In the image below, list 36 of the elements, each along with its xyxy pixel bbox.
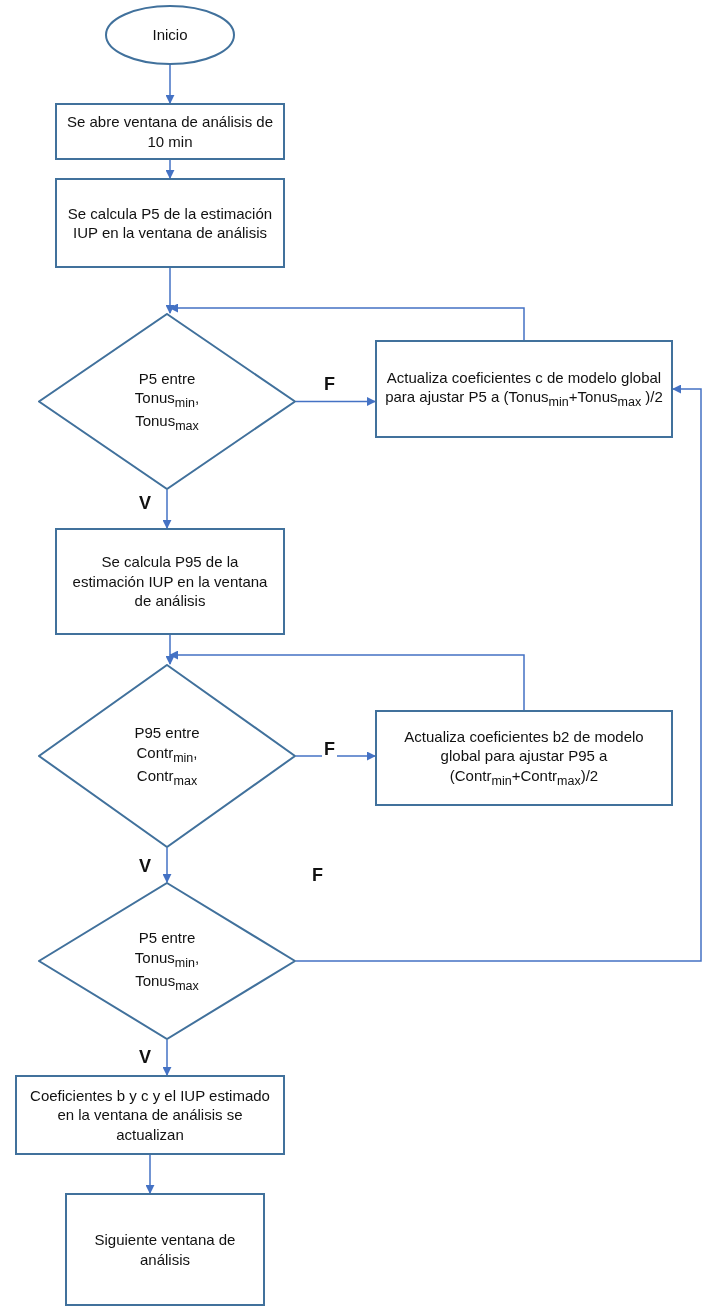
process-box [15, 1075, 285, 1155]
decision-diamond [38, 664, 296, 848]
node-text: Se calcula P95 de la estimación IUP en la ventana de análisis [71, 552, 269, 611]
arrow [162, 1039, 172, 1076]
node-text: Coeficientes b y c y el IUP estimado en la ventana de análisis se actualizan [29, 1085, 271, 1145]
arrow [165, 267, 175, 314]
node-text: Actualiza coeficientes b2 de modelo global para ajustar P95 a (Contr$_{min}$+Contr$_{max}$)/2 [403, 726, 645, 790]
node-text: Se abre ventana de análisis de 10 min [66, 112, 274, 151]
arrow [165, 159, 175, 179]
node-text: Se calcula P5 de la estimación IUP en la ventana de análisis [66, 203, 274, 243]
process-box [375, 340, 673, 438]
arrow [165, 64, 175, 104]
arrow [295, 751, 376, 761]
arrow [295, 384, 702, 962]
arrow [295, 397, 376, 406]
node-text: Actualiza coeficientes c de modelo global para ajustar P5 a (Tonus$_{min}$+Tonus$_{max}$ )/2 [385, 367, 663, 411]
node-text: P95 entre Contr$_{min}$, Contr$_{max}$ [133, 723, 201, 789]
process-box [55, 178, 285, 268]
start-ellipse [105, 5, 235, 65]
process-box [55, 103, 285, 160]
node-text: P5 entre Tonus$_{min}$, Tonus$_{max}$ [133, 368, 201, 435]
arrow [162, 847, 172, 883]
process-box [65, 1193, 265, 1306]
edge-label: F [322, 740, 337, 760]
arrow [162, 489, 172, 529]
decision-diamond [38, 882, 296, 1040]
arrow [169, 650, 525, 711]
node-text: Inicio [152, 25, 188, 45]
process-box [375, 710, 673, 806]
node-text: Siguiente ventana de análisis [93, 1230, 237, 1269]
arrow [165, 634, 175, 665]
arrow [145, 1154, 155, 1194]
node-text: P5 entre Tonus$_{min}$, Tonus$_{max}$ [133, 928, 201, 994]
decision-diamond [38, 313, 296, 490]
arrow [169, 303, 525, 341]
process-box [55, 528, 285, 635]
